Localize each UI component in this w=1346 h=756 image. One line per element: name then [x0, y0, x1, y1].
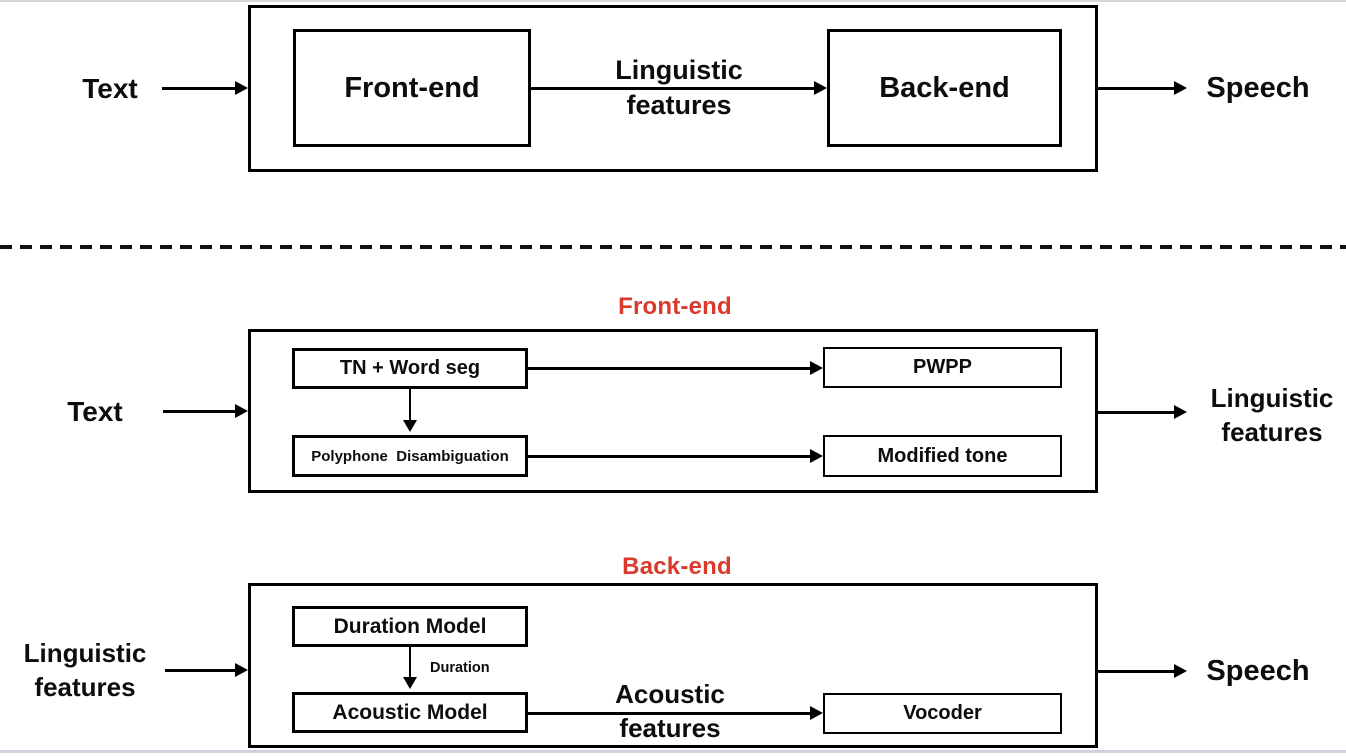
backend-connector-label: Acoustic features	[595, 677, 745, 745]
tn-wordseg-box: TN + Word seg	[292, 348, 528, 389]
overview-input-label: Text	[82, 73, 138, 104]
arrow-text-to-frontend-detail	[163, 410, 235, 413]
modified-tone-box: Modified tone	[823, 435, 1062, 477]
overview-connector-line1: Linguistic	[615, 55, 743, 85]
backend-connector-line1: Acoustic	[615, 679, 725, 709]
arrow-duration-to-acoustic	[408, 647, 412, 677]
overview-output-label: Speech	[1206, 71, 1310, 104]
polyphone-label: Polyphone Disambiguation	[311, 447, 509, 465]
arrow-tn-to-pwpp	[528, 367, 810, 370]
divider-dashed-line	[0, 245, 1346, 249]
overview-connector-label: Linguistic features	[604, 53, 754, 123]
modified-tone-label: Modified tone	[877, 444, 1008, 467]
frontend-output-label: Linguistic features	[1192, 381, 1346, 449]
backend-detail-outer-box	[248, 583, 1098, 748]
duration-model-label: Duration Model	[333, 614, 487, 638]
arrow-tn-to-polyphone	[408, 389, 412, 420]
frontend-input-label: Text	[67, 396, 123, 427]
backend-connector-line2: features	[619, 713, 721, 743]
vocoder-label: Vocoder	[903, 702, 982, 724]
frontend-box: Front-end	[293, 29, 531, 147]
duration-model-box: Duration Model	[292, 606, 528, 647]
frontend-detail-outer-box	[248, 329, 1098, 493]
pwpp-box: PWPP	[823, 347, 1062, 388]
duration-arrow-label: Duration	[430, 660, 490, 676]
backend-output-label: Speech	[1206, 654, 1310, 687]
vocoder-box: Vocoder	[823, 693, 1062, 734]
acoustic-model-box: Acoustic Model	[292, 692, 528, 733]
frame-top-line	[0, 0, 1346, 2]
arrow-overview-to-speech	[1098, 87, 1174, 90]
frame-bottom-line	[0, 750, 1346, 753]
frontend-output-line1: Linguistic	[1210, 383, 1334, 413]
frontend-detail-title: Front-end	[618, 293, 732, 320]
overview-connector-line2: features	[626, 90, 732, 120]
backend-input-line2: features	[34, 672, 136, 702]
backend-box: Back-end	[827, 29, 1062, 147]
overview-outer-box	[248, 5, 1098, 172]
arrow-features-to-backend-detail	[165, 669, 235, 672]
backend-box-label: Back-end	[879, 71, 1010, 104]
backend-input-label: Linguistic features	[10, 636, 160, 704]
frontend-box-label: Front-end	[344, 71, 480, 104]
arrow-polyphone-to-modifiedtone	[528, 455, 810, 458]
arrow-acoustic-to-vocoder	[528, 712, 810, 715]
backend-input-line1: Linguistic	[23, 638, 147, 668]
pwpp-label: PWPP	[913, 356, 972, 378]
backend-detail-title: Back-end	[622, 553, 732, 580]
arrow-frontend-to-backend	[531, 87, 814, 90]
arrow-frontend-detail-to-output	[1098, 411, 1174, 414]
frontend-output-line2: features	[1221, 417, 1323, 447]
acoustic-model-label: Acoustic Model	[332, 700, 488, 724]
arrow-text-to-overview	[162, 87, 235, 90]
tn-wordseg-label: TN + Word seg	[339, 357, 481, 379]
polyphone-box: Polyphone Disambiguation	[292, 435, 528, 477]
arrow-backend-detail-to-speech	[1098, 670, 1174, 673]
